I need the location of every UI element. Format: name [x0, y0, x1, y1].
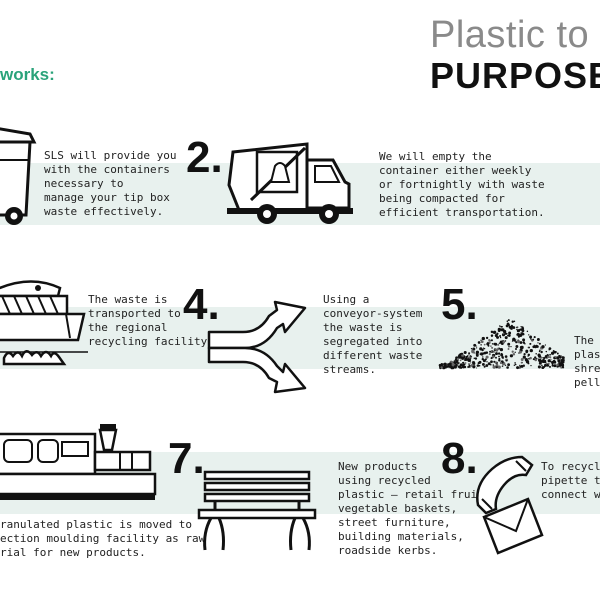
wheelie-bin-icon: [0, 127, 37, 225]
step1-text: SLS will provide you with the containers…: [44, 149, 177, 218]
phone-envelope-icon: [476, 455, 544, 555]
step5-text: The s plast shred pelle: [574, 334, 600, 389]
step5-number: 5.: [441, 280, 478, 329]
step6-text: ranulated plastic is moved to ection mou…: [0, 518, 206, 559]
garbage-truck-icon: [227, 142, 353, 224]
step4-text: Using a conveyor-system the waste is seg…: [323, 293, 423, 376]
how-it-works-subtitle: works:: [0, 65, 55, 84]
step7-number: 7.: [168, 434, 205, 483]
step2-text: We will empty the container either weekl…: [379, 150, 545, 219]
title-line1: Plastic to: [430, 14, 590, 56]
step8-number: 8.: [441, 434, 478, 483]
shredded-pellets-icon: [438, 319, 565, 370]
step7-text: New products using recycled plastic – re…: [338, 460, 491, 557]
step3-text: The waste is transported to the regional…: [88, 293, 214, 348]
conveyor-arrows-icon: [207, 300, 307, 394]
step2-number: 2.: [186, 133, 223, 182]
step8-text: To recycle y pipette tip b connect wit: [541, 460, 600, 501]
title-line2: PURPOSE: [430, 55, 600, 96]
moulding-machine-icon: [0, 424, 157, 500]
recycling-facility-icon: [0, 280, 88, 366]
park-bench-icon: [197, 470, 317, 551]
step4-number: 4.: [183, 280, 220, 329]
